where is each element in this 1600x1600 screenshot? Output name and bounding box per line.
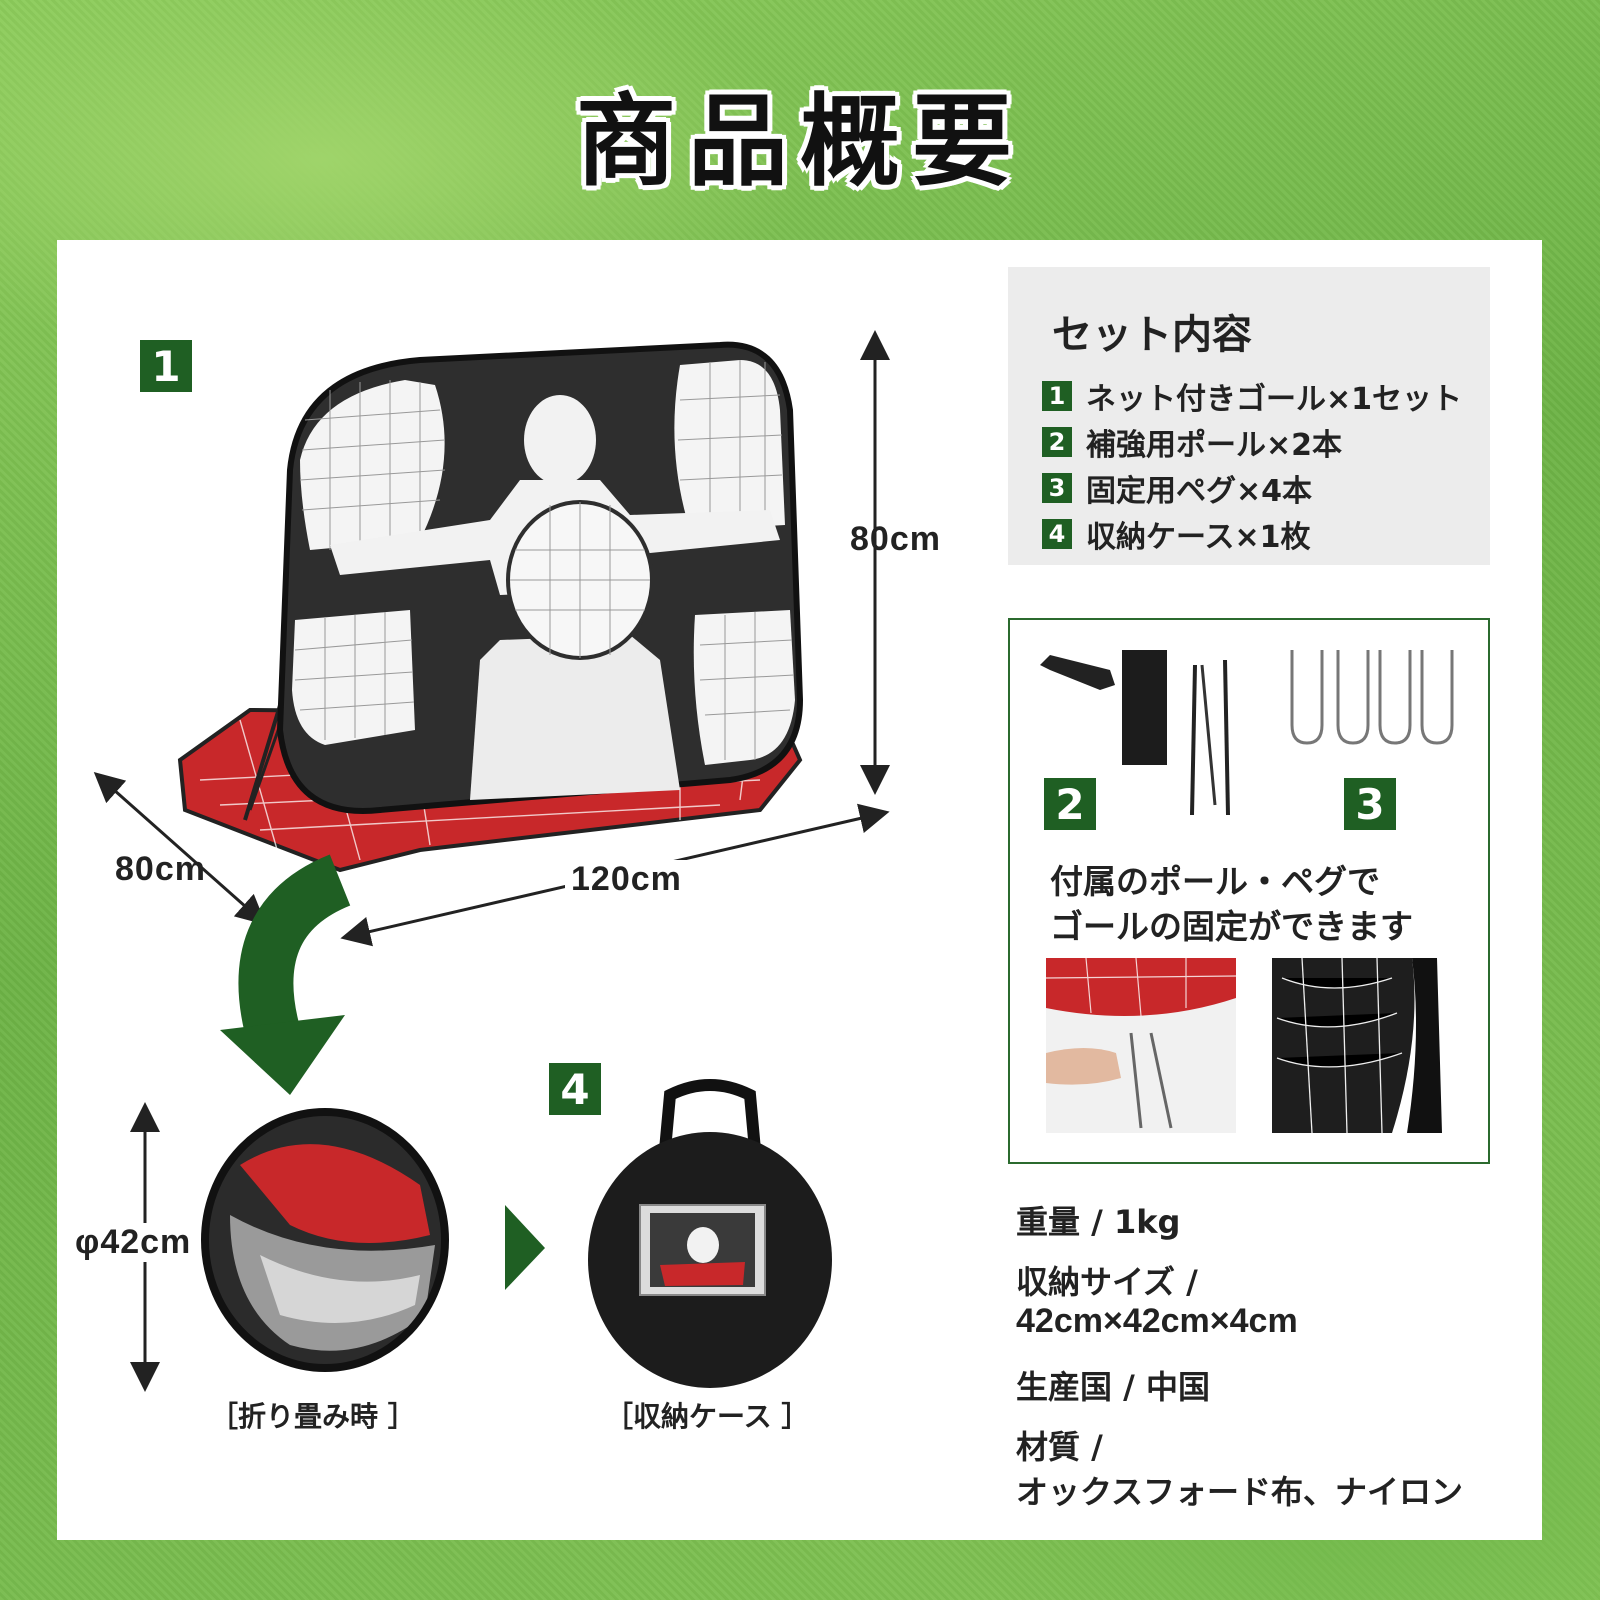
accessories-text-line2: ゴールの固定ができます bbox=[1050, 907, 1413, 946]
spec-storage-value: 42cm×42cm×4cm bbox=[1016, 1302, 1298, 1340]
set-item: 2 補強用ポール×2本 bbox=[1042, 425, 1342, 463]
badge-3: 3 bbox=[1344, 778, 1396, 830]
width-dimension: 120cm bbox=[565, 860, 688, 899]
folded-goal-image bbox=[201, 1108, 449, 1372]
set-item: 4 収納ケース×1枚 bbox=[1042, 517, 1311, 555]
set-item-number: 3 bbox=[1042, 473, 1072, 503]
set-item-text: 補強用ポール×2本 bbox=[1086, 428, 1343, 463]
set-item-text: ネット付きゴール×1セット bbox=[1086, 382, 1463, 417]
spec-weight: 重量 / 1kg bbox=[1016, 1203, 1181, 1241]
set-item-number: 1 bbox=[1042, 381, 1072, 411]
pole-usage-photo bbox=[1272, 957, 1467, 1134]
spec-storage-label: 収納サイズ / bbox=[1016, 1263, 1198, 1301]
set-item: 1 ネット付きゴール×1セット bbox=[1042, 379, 1462, 417]
set-item-text: 固定用ペグ×4本 bbox=[1086, 474, 1313, 509]
set-item: 3 固定用ペグ×4本 bbox=[1042, 471, 1312, 509]
folded-caption: ［折り畳み時 ］ bbox=[210, 1400, 416, 1433]
spec-material-value: オックスフォード布、ナイロン bbox=[1016, 1473, 1464, 1511]
set-item-text: 収納ケース×1枚 bbox=[1086, 520, 1311, 555]
set-item-number: 4 bbox=[1042, 519, 1072, 549]
peg-usage-photo bbox=[1045, 957, 1237, 1133]
depth-dimension: 80cm bbox=[115, 850, 206, 888]
spec-material-label: 材質 / bbox=[1016, 1428, 1103, 1466]
spec-origin: 生産国 / 中国 bbox=[1016, 1368, 1210, 1406]
set-contents-title: セット内容 bbox=[1052, 312, 1252, 358]
badge-1: 1 bbox=[140, 340, 192, 392]
set-item-number: 2 bbox=[1042, 427, 1072, 457]
set-contents-box bbox=[1008, 267, 1490, 565]
page-title: 商品概要 bbox=[576, 83, 1024, 200]
storage-case-image bbox=[588, 1079, 832, 1388]
diameter-dimension: φ42cm bbox=[75, 1223, 192, 1262]
height-dimension: 80cm bbox=[850, 520, 941, 558]
goal-illustration bbox=[177, 341, 804, 873]
badge-2: 2 bbox=[1044, 778, 1096, 830]
accessories-text-line1: 付属のポール・ペグで bbox=[1050, 862, 1380, 901]
case-caption: ［収納ケース ］ bbox=[605, 1400, 810, 1433]
accessories-image bbox=[1040, 650, 1454, 816]
badge-4: 4 bbox=[549, 1063, 601, 1115]
